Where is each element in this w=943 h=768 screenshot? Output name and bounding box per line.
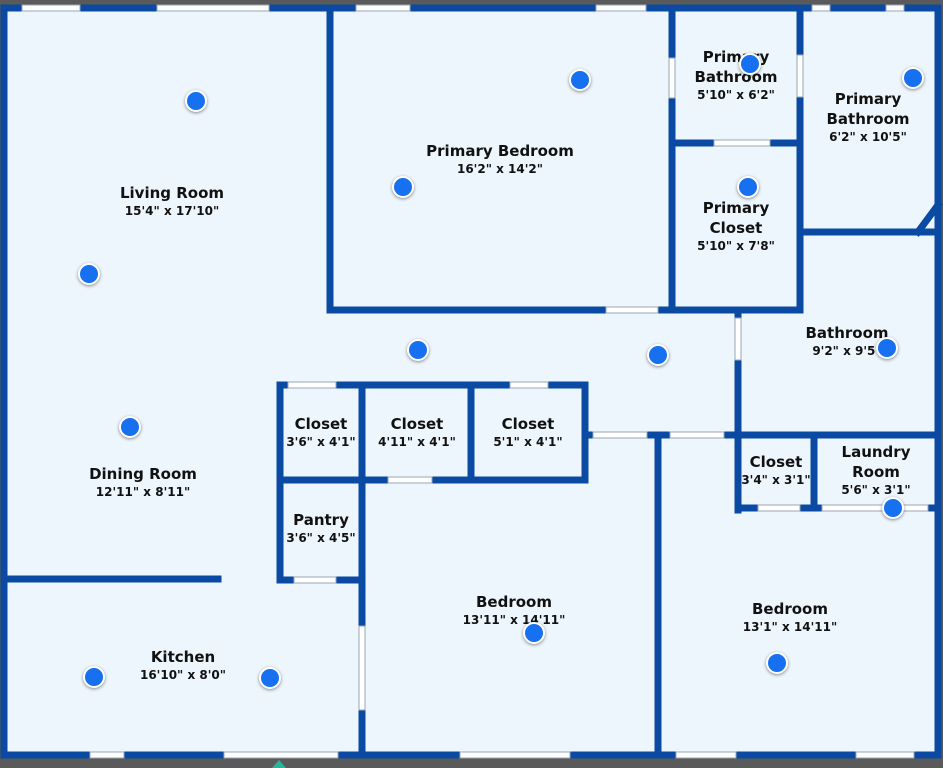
- photo-marker[interactable]: [78, 263, 100, 285]
- room-dims: 13'11" x 14'11": [462, 613, 566, 627]
- photo-marker[interactable]: [569, 69, 591, 91]
- room-dims: 9'2" x 9'5": [812, 344, 882, 358]
- room-dims: 4'11" x 4'1": [378, 435, 456, 449]
- room-dims: 16'10" x 8'0": [139, 668, 227, 682]
- photo-marker[interactable]: [407, 339, 429, 361]
- entry-marker: [272, 760, 286, 768]
- room-dims: 3'6" x 4'1": [286, 435, 356, 449]
- photo-marker[interactable]: [523, 622, 545, 644]
- room-closet-4: Closet 3'4" x 3'1": [741, 452, 811, 488]
- room-dims: 13'1" x 14'11": [742, 620, 838, 634]
- photo-marker[interactable]: [902, 67, 924, 89]
- room-name: Dining Room: [89, 465, 197, 483]
- room-dims: 5'6" x 3'1": [841, 483, 911, 497]
- room-laundry: Laundry Room 5'6" x 3'1": [818, 442, 934, 498]
- photo-marker[interactable]: [119, 416, 141, 438]
- room-primary-bathroom-small: Primary Bathroom 5'10" x 6'2": [676, 47, 796, 103]
- room-name: Closet: [390, 415, 444, 433]
- room-dims: 5'10" x 6'2": [697, 88, 775, 102]
- photo-marker[interactable]: [766, 652, 788, 674]
- room-name: Bedroom: [476, 593, 552, 611]
- room-name: Living Room: [119, 184, 225, 202]
- photo-marker[interactable]: [259, 667, 281, 689]
- photo-marker[interactable]: [392, 176, 414, 198]
- openings: [21, 4, 929, 759]
- room-name: Closet: [294, 415, 348, 433]
- room-name: Kitchen: [150, 648, 216, 666]
- room-bedroom-1: Bedroom 13'11" x 14'11": [434, 592, 594, 628]
- room-name: Primary Bathroom: [826, 90, 910, 128]
- room-dims: 12'11" x 8'11": [95, 485, 191, 499]
- room-bedroom-2: Bedroom 13'1" x 14'11": [710, 599, 870, 635]
- room-name: Primary Bedroom: [426, 142, 574, 160]
- room-primary-bedroom: Primary Bedroom 16'2" x 14'2": [410, 141, 590, 177]
- room-kitchen: Kitchen 16'10" x 8'0": [108, 647, 258, 683]
- photo-marker[interactable]: [882, 497, 904, 519]
- room-dims: 15'4" x 17'10": [124, 204, 220, 218]
- room-primary-bathroom: Primary Bathroom 6'2" x 10'5": [806, 89, 930, 145]
- room-closet-1: Closet 3'6" x 4'1": [283, 414, 359, 450]
- room-name: Pantry: [293, 511, 349, 529]
- room-dims: 5'1" x 4'1": [493, 435, 563, 449]
- room-dims: 5'10" x 7'8": [697, 239, 775, 253]
- photo-marker[interactable]: [83, 666, 105, 688]
- room-name: Closet: [501, 415, 555, 433]
- room-name: Laundry Room: [841, 443, 911, 481]
- room-living-room: Living Room 15'4" x 17'10": [92, 183, 252, 219]
- room-dims: 16'2" x 14'2": [456, 162, 544, 176]
- room-dining-room: Dining Room 12'11" x 8'11": [68, 464, 218, 500]
- photo-marker[interactable]: [737, 176, 759, 198]
- room-name: Closet: [749, 453, 803, 471]
- room-closet-3: Closet 5'1" x 4'1": [475, 414, 581, 450]
- room-name: Bedroom: [752, 600, 828, 618]
- room-closet-2: Closet 4'11" x 4'1": [366, 414, 468, 450]
- room-bathroom: Bathroom 9'2" x 9'5": [767, 323, 927, 359]
- room-dims: 3'4" x 3'1": [741, 473, 811, 487]
- photo-marker[interactable]: [739, 53, 761, 75]
- room-dims: 3'6" x 4'5": [286, 531, 356, 545]
- photo-marker[interactable]: [876, 337, 898, 359]
- room-name: Bathroom: [805, 324, 889, 342]
- photo-marker[interactable]: [647, 344, 669, 366]
- photo-marker[interactable]: [185, 90, 207, 112]
- room-primary-closet: Primary Closet 5'10" x 7'8": [676, 198, 796, 254]
- room-dims: 6'2" x 10'5": [829, 130, 907, 144]
- room-name: Primary Closet: [702, 199, 770, 237]
- room-pantry: Pantry 3'6" x 4'5": [283, 510, 359, 546]
- room-name: Primary Bathroom: [694, 48, 778, 86]
